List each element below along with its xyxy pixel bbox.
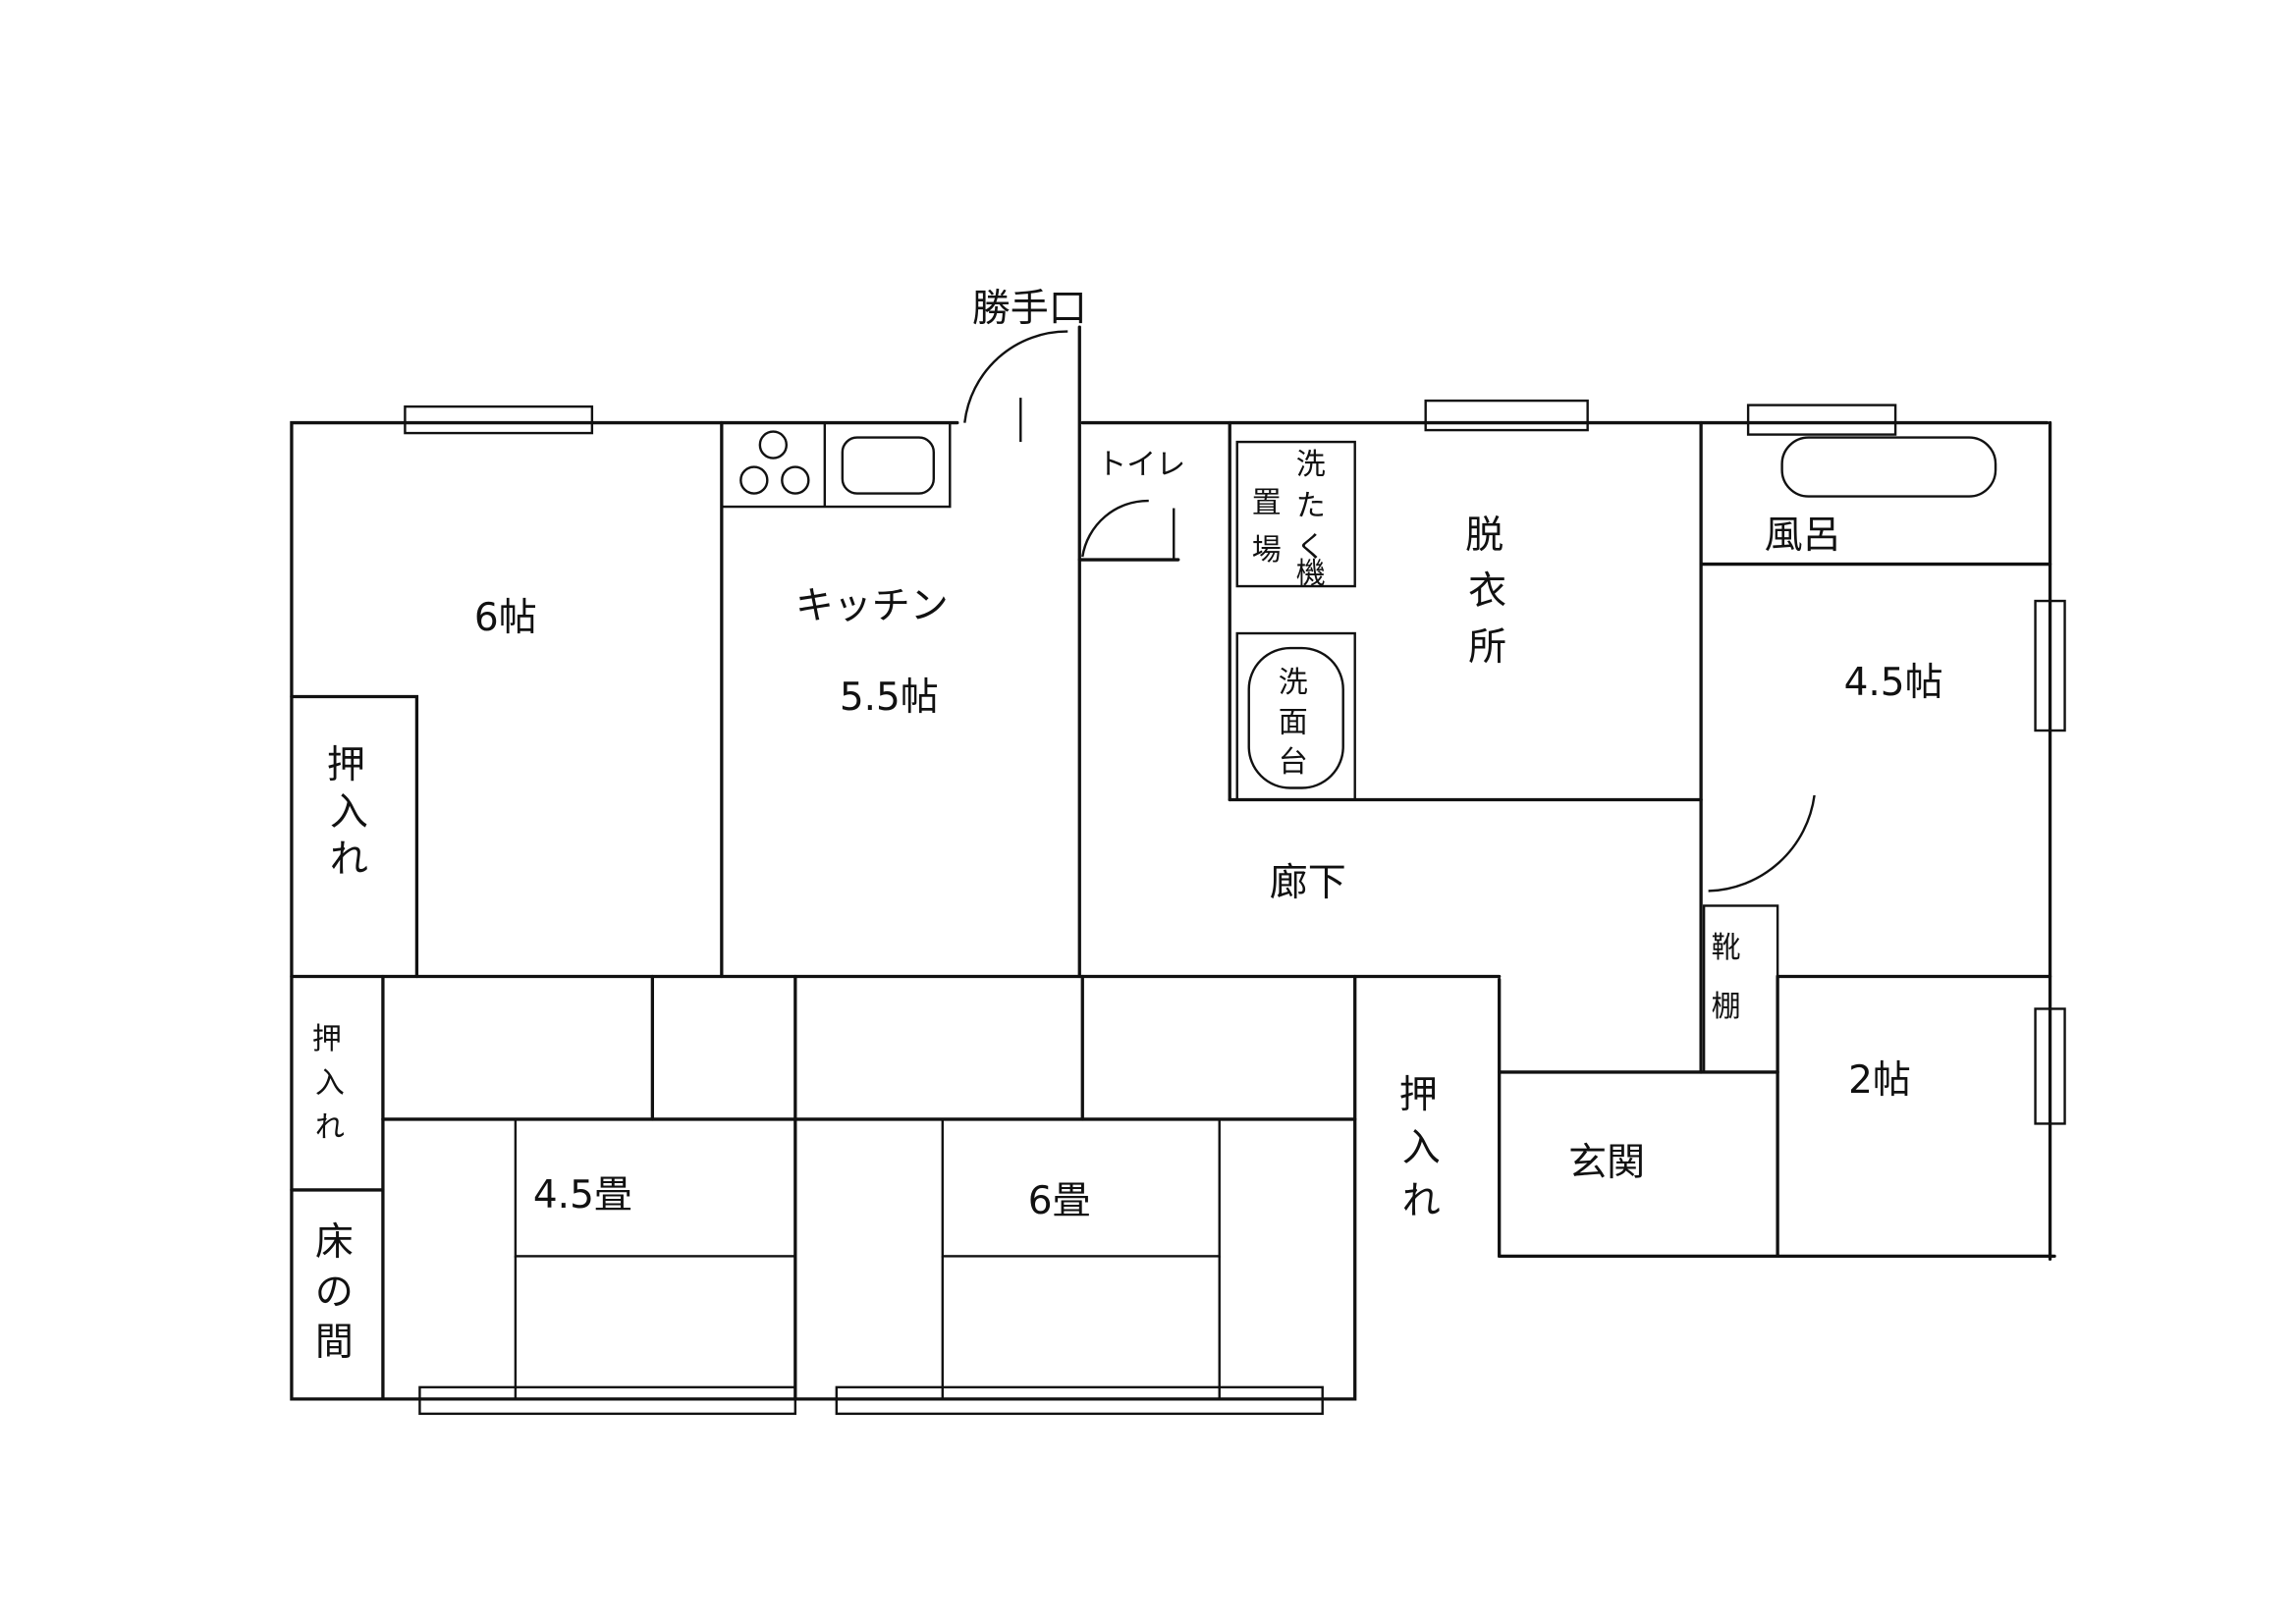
western-45-label: 4.5帖 bbox=[1844, 661, 1943, 705]
kitchen-size-label: 5.5帖 bbox=[840, 676, 939, 720]
closet-label: 押 bbox=[1399, 1073, 1438, 1117]
closet-label: れ bbox=[330, 838, 368, 882]
washbasin-label: 洗 bbox=[1279, 666, 1308, 700]
closet-label: 入 bbox=[330, 790, 368, 835]
tokonoma-label: 間 bbox=[315, 1321, 354, 1365]
washer-label: た bbox=[1296, 489, 1326, 523]
closet-label: れ bbox=[315, 1110, 345, 1145]
tatami-6-label: 6畳 bbox=[1028, 1179, 1091, 1223]
tatami-45-label: 4.5畳 bbox=[533, 1173, 632, 1217]
changing-room-label: 脱 bbox=[1465, 514, 1503, 558]
room-labels: 勝手口 トイレ 洗 た く 機 置 場 脱 衣 所 風呂 6帖 キッチン 5.5… bbox=[312, 287, 1943, 1365]
kitchen-label: キッチン bbox=[795, 584, 949, 628]
changing-room-label: 衣 bbox=[1468, 569, 1506, 614]
changing-room-label: 所 bbox=[1468, 625, 1506, 670]
tokonoma-label: 床 bbox=[315, 1220, 354, 1265]
washer-label: 場 bbox=[1252, 533, 1282, 568]
entrance-label: 玄関 bbox=[1568, 1141, 1645, 1185]
closet-label: 押 bbox=[327, 743, 365, 787]
washer-label: 置 bbox=[1252, 486, 1282, 520]
hallway-label: 廊下 bbox=[1270, 861, 1346, 905]
western-6-label: 6帖 bbox=[474, 596, 537, 640]
washbasin-label: 台 bbox=[1279, 745, 1308, 780]
closet-label: 押 bbox=[312, 1022, 342, 1056]
windows bbox=[404, 399, 2066, 1416]
shoe-shelf-label: 棚 bbox=[1712, 990, 1741, 1024]
back-door-label: 勝手口 bbox=[972, 287, 1087, 331]
closet-label: 入 bbox=[315, 1066, 345, 1101]
shoe-shelf-label: 靴 bbox=[1712, 931, 1741, 965]
closet-label: れ bbox=[1402, 1179, 1441, 1223]
walls bbox=[290, 325, 2056, 1401]
washer-label: 洗 bbox=[1296, 448, 1326, 482]
washer-label: 機 bbox=[1296, 557, 1326, 591]
western-2-label: 2帖 bbox=[1848, 1058, 1911, 1103]
washer-label: く bbox=[1296, 530, 1326, 565]
bath-label: 風呂 bbox=[1765, 514, 1841, 558]
toilet-label: トイレ bbox=[1097, 448, 1185, 482]
washbasin-label: 面 bbox=[1279, 706, 1308, 740]
closet-label: 入 bbox=[1402, 1126, 1441, 1170]
tokonoma-label: の bbox=[315, 1271, 354, 1315]
